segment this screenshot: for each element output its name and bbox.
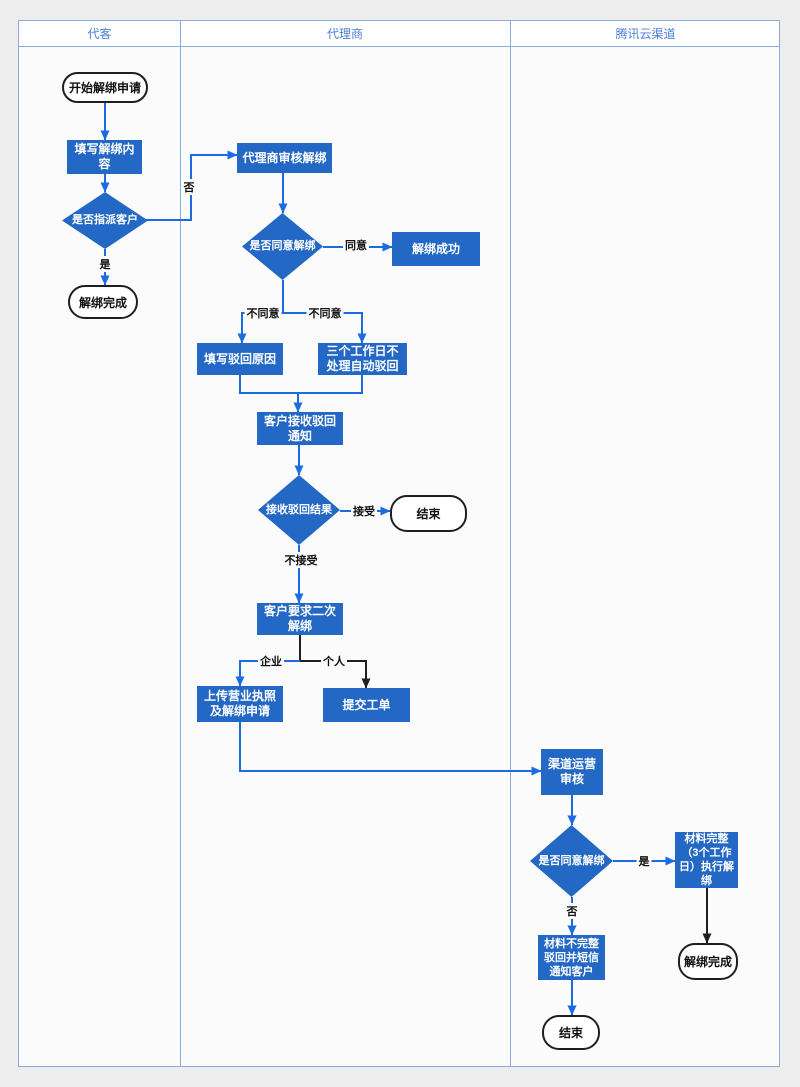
node-end-1: 结束 xyxy=(390,495,467,532)
edge-label-yes-2: 是 xyxy=(636,853,652,869)
node-auto-reject: 三个工作日不处理自动驳回 xyxy=(318,343,407,375)
swimlane-table: 代客 代理商 腾讯云渠道 xyxy=(18,20,780,1067)
node-incomplete-material: 材料不完整驳回并短信通知客户 xyxy=(538,935,605,980)
edge-label-no-2: 否 xyxy=(564,903,580,919)
edge-label-agree: 同意 xyxy=(343,237,369,253)
node-submit-ticket: 提交工单 xyxy=(323,688,410,722)
edge-label-enterprise: 企业 xyxy=(258,653,284,669)
node-agent-review: 代理商审核解绑 xyxy=(237,143,332,173)
edge-label-disagree-left: 不同意 xyxy=(244,305,282,321)
edge-label-yes-1: 是 xyxy=(97,256,113,272)
node-unbind-success: 解绑成功 xyxy=(392,232,480,266)
lane-header-row xyxy=(19,21,779,47)
node-end-2: 结束 xyxy=(542,1015,600,1050)
edge-label-no-1: 否 xyxy=(181,179,197,195)
node-unbind-done-1: 解绑完成 xyxy=(68,285,138,319)
lane-divider-1 xyxy=(180,21,181,1066)
edge-label-personal: 个人 xyxy=(321,653,347,669)
node-upload-license: 上传营业执照及解绑申请 xyxy=(197,686,283,722)
node-unbind-done-2: 解绑完成 xyxy=(678,943,738,980)
edge-label-accept: 接受 xyxy=(351,503,377,519)
node-channel-review: 渠道运营审核 xyxy=(541,749,603,795)
lane-title-agent: 代理商 xyxy=(326,27,363,41)
node-complete-material: 材料完整（3个工作日）执行解绑 xyxy=(675,832,738,888)
node-start: 开始解绑申请 xyxy=(62,72,148,103)
edge-label-not-accept: 不接受 xyxy=(282,552,320,568)
edge-label-disagree-right: 不同意 xyxy=(306,305,344,321)
node-receive-reject-notice: 客户接收驳回通知 xyxy=(257,412,343,445)
lane-title-customer: 代客 xyxy=(87,27,112,41)
node-second-unbind-request: 客户要求二次解绑 xyxy=(257,603,343,635)
lane-divider-2 xyxy=(510,21,511,1066)
lane-title-tencent-channel: 腾讯云渠道 xyxy=(615,27,676,41)
node-fill-unbind-content: 填写解绑内容 xyxy=(67,140,142,174)
node-fill-reject-reason: 填写驳回原因 xyxy=(197,343,283,375)
